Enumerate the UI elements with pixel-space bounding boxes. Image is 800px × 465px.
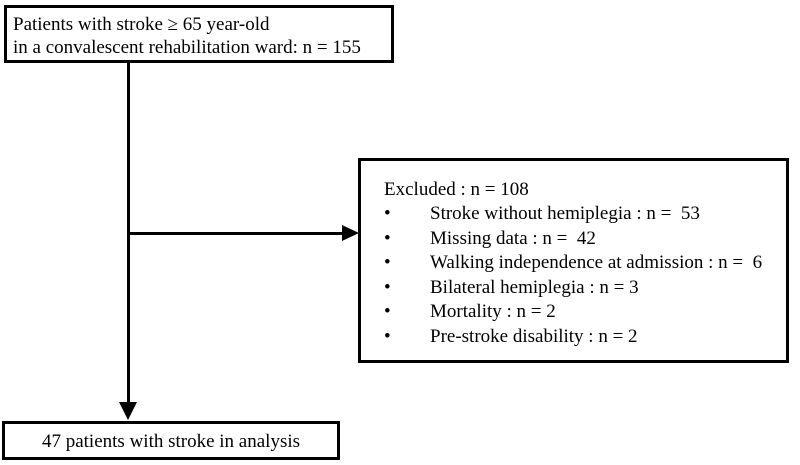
excluded-item-text: Bilateral hemiplegia : n = 3 bbox=[430, 276, 639, 298]
arrow-down-head-icon bbox=[119, 402, 137, 420]
excluded-item-text: Walking independence at admission : n = … bbox=[430, 252, 763, 273]
enrollment-box: Patients with stroke ≥ 65 year-old in a … bbox=[4, 5, 394, 63]
excluded-item-text: Stroke without hemiplegia : n = 53 bbox=[430, 203, 700, 224]
excluded-item: • Bilateral hemiplegia : n = 3 bbox=[384, 276, 782, 301]
enrollment-text-line1: Patients with stroke ≥ 65 year-old bbox=[13, 14, 270, 35]
analysis-text: 47 patients with stroke in analysis bbox=[41, 431, 301, 452]
enrollment-text-line2: in a convalescent rehabilitation ward: n… bbox=[13, 37, 361, 58]
analysis-box: 47 patients with stroke in analysis bbox=[2, 421, 340, 460]
bullet-icon: • bbox=[384, 252, 391, 273]
excluded-list: • Stroke without hemiplegia : n = 53 • M… bbox=[384, 202, 782, 349]
excluded-item: • Mortality : n = 2 bbox=[384, 300, 782, 325]
horizontal-connector-line bbox=[128, 232, 343, 235]
bullet-icon: • bbox=[384, 227, 391, 249]
excluded-item: • Stroke without hemiplegia : n = 53 bbox=[384, 202, 782, 227]
excluded-item-text: Pre-stroke disability : n = 2 bbox=[430, 325, 638, 347]
excluded-item: • Walking independence at admission : n … bbox=[384, 251, 782, 276]
excluded-title: Excluded : n = 108 bbox=[384, 179, 529, 200]
arrow-right-head-icon bbox=[342, 225, 359, 241]
excluded-item: • Pre-stroke disability : n = 2 bbox=[384, 325, 782, 350]
bullet-icon: • bbox=[384, 301, 391, 322]
excluded-box: Excluded : n = 108 • Stroke without hemi… bbox=[358, 158, 789, 363]
bullet-icon: • bbox=[384, 325, 391, 347]
bullet-icon: • bbox=[384, 276, 391, 298]
excluded-item-text: Missing data : n = 42 bbox=[430, 227, 596, 249]
excluded-item: • Missing data : n = 42 bbox=[384, 227, 782, 252]
bullet-icon: • bbox=[384, 203, 391, 224]
excluded-item-text: Mortality : n = 2 bbox=[430, 301, 556, 322]
